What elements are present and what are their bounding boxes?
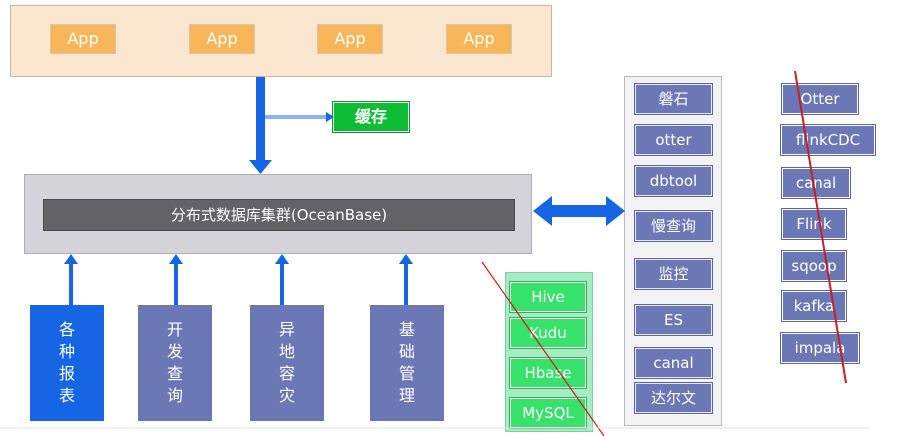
cache-arrow xyxy=(265,112,334,122)
right-tool-canal: canal xyxy=(781,167,851,199)
store-hive: Hive xyxy=(509,281,587,313)
cluster-tools-double-arrow xyxy=(533,196,625,226)
reports-label: 各 种 报 表 xyxy=(58,320,75,405)
store-mysql: MySQL xyxy=(509,397,587,429)
dev-query-box: 开 发 查 询 xyxy=(138,305,212,421)
right-tool-flink: Flink xyxy=(781,208,847,240)
app-to-cluster-arrow xyxy=(249,77,272,174)
right-tool-sqoop: sqoop xyxy=(781,250,847,282)
dev-query-label: 开 发 查 询 xyxy=(166,320,183,405)
app-box-4: App xyxy=(446,24,512,54)
app-box-3: App xyxy=(317,24,383,54)
database-cluster-label: 分布式数据库集群(OceanBase) xyxy=(43,199,515,231)
disaster-recovery-box: 异 地 容 灾 xyxy=(250,305,324,421)
tool-dbtool: dbtool xyxy=(634,165,713,197)
tool-monitor: 监控 xyxy=(634,258,713,290)
tool-slow-query: 慢查询 xyxy=(634,210,713,242)
app-box-2: App xyxy=(189,24,255,54)
tool-darwin: 达尔文 xyxy=(634,382,713,414)
store-hbase: Hbase xyxy=(509,357,587,389)
right-tool-flinkcdc: flinkCDC xyxy=(780,124,876,156)
tool-canal: canal xyxy=(634,347,713,379)
strike-line-right-tools xyxy=(794,70,847,384)
right-tool-otter: Otter xyxy=(781,83,859,115)
tool-panshi: 磐石 xyxy=(634,83,713,115)
tool-es: ES xyxy=(634,304,713,336)
disaster-recovery-label: 异 地 容 灾 xyxy=(278,320,295,405)
store-kudu: Kudu xyxy=(509,317,587,349)
tool-otter: otter xyxy=(634,124,713,156)
app-box-1: App xyxy=(50,24,116,54)
strike-line-storage xyxy=(481,261,605,436)
reports-box: 各 种 报 表 xyxy=(30,305,104,421)
right-tool-impala: impala xyxy=(780,332,860,364)
base-management-box: 基 础 管 理 xyxy=(370,305,444,421)
base-management-label: 基 础 管 理 xyxy=(398,320,415,405)
cache-box: 缓存 xyxy=(332,101,410,133)
bottom-up-arrows xyxy=(64,254,413,305)
